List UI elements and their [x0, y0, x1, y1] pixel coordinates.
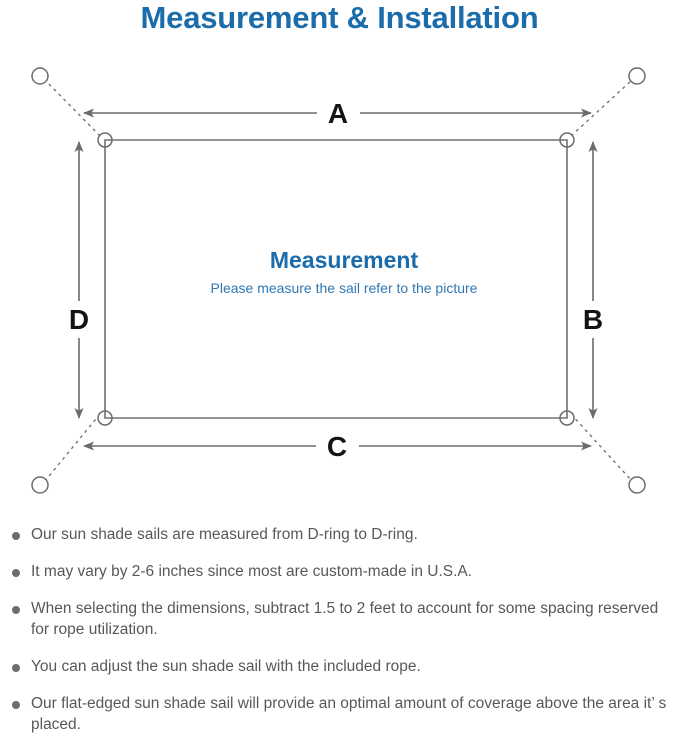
- diagram-center-heading: Measurement: [270, 247, 419, 273]
- sail-rectangle: [104, 139, 568, 419]
- bullet-icon: [12, 701, 20, 709]
- dimension-label-b: B: [583, 304, 603, 335]
- note-text: When selecting the dimensions, subtract …: [31, 600, 659, 638]
- anchor-bottom-right: [628, 476, 646, 494]
- list-item: You can adjust the sun shade sail with t…: [0, 656, 679, 677]
- rope-line-top-left: [44, 79, 101, 137]
- note-text: Our sun shade sails are measured from D-…: [31, 526, 418, 543]
- list-item: When selecting the dimensions, subtract …: [0, 598, 679, 640]
- list-item: Our sun shade sails are measured from D-…: [0, 524, 679, 545]
- anchor-points: [31, 67, 646, 494]
- bullet-icon: [12, 664, 20, 672]
- dimension-label-a: A: [328, 98, 348, 129]
- note-text: You can adjust the sun shade sail with t…: [31, 658, 421, 675]
- rope-line-bottom-right: [570, 413, 633, 482]
- dimension-label-c: C: [327, 431, 347, 462]
- page-title: Measurement & Installation: [140, 0, 539, 35]
- bullet-icon: [12, 606, 20, 614]
- sail-diagram: A C D B Measurement Please measure the s…: [0, 48, 679, 518]
- list-item: Our flat-edged sun shade sail will provi…: [0, 693, 679, 735]
- anchor-top-left: [31, 67, 49, 85]
- anchor-bottom-left: [31, 476, 49, 494]
- rope-lines: [44, 79, 633, 482]
- list-item: It may vary by 2-6 inches since most are…: [0, 561, 679, 582]
- rope-line-bottom-left: [44, 413, 101, 482]
- note-text: It may vary by 2-6 inches since most are…: [31, 563, 473, 580]
- notes-list: Our sun shade sails are measured from D-…: [0, 524, 679, 751]
- diagram-center-subheading: Please measure the sail refer to the pic…: [211, 280, 478, 296]
- rope-line-top-right: [570, 79, 633, 137]
- note-text: Our flat-edged sun shade sail will provi…: [31, 695, 667, 733]
- bullet-icon: [12, 569, 20, 577]
- bullet-icon: [12, 532, 20, 540]
- anchor-top-right: [628, 67, 646, 85]
- sail-corner-overlays: [104, 139, 568, 419]
- dimension-label-d: D: [69, 304, 89, 335]
